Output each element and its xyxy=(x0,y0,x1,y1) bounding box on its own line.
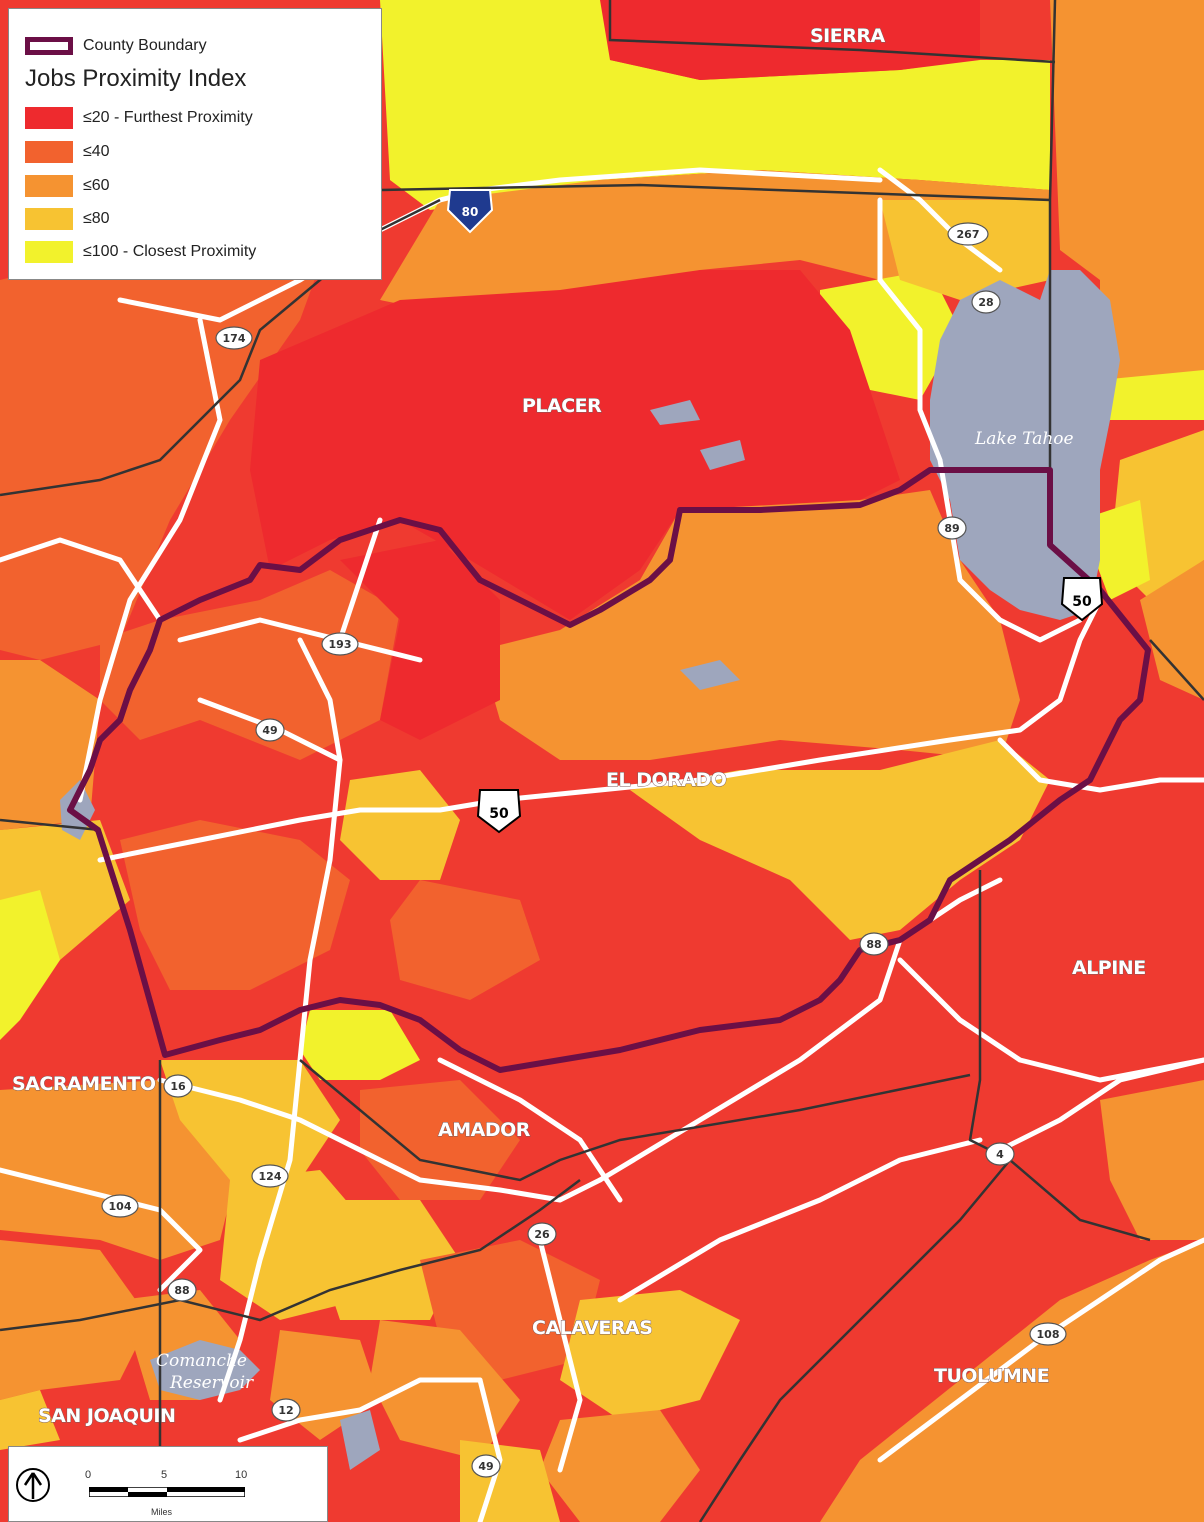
legend-class-row: ≤40 xyxy=(25,141,110,163)
label-sacramento: SACRAMENTO xyxy=(12,1073,156,1095)
sr88-east-label: 88 xyxy=(866,938,881,951)
north-arrow-icon xyxy=(16,1468,50,1502)
legend-swatch xyxy=(25,175,73,197)
legend-swatch xyxy=(25,241,73,263)
legend-class-label: ≤100 - Closest Proximity xyxy=(83,243,257,260)
sr88-west-label: 88 xyxy=(174,1284,189,1297)
scale-units: Miles xyxy=(151,1507,173,1517)
us50-center-label: 50 xyxy=(489,806,509,822)
legend-class-label: ≤20 - Furthest Proximity xyxy=(83,109,253,126)
sr174-label: 174 xyxy=(223,332,246,345)
label-alpine: ALPINE xyxy=(1072,957,1146,979)
sr12-label: 12 xyxy=(278,1404,293,1417)
scale-bar xyxy=(89,1487,245,1497)
legend-class-label: ≤80 xyxy=(83,210,110,227)
legend-class-label: ≤60 xyxy=(83,177,110,194)
label-amador: AMADOR xyxy=(438,1119,531,1141)
sr49-north-label: 49 xyxy=(262,724,277,737)
legend-class-row: ≤60 xyxy=(25,175,110,197)
route-shields: 80 50 50 267 28 xyxy=(101,189,1104,1478)
legend-class-row: ≤80 xyxy=(25,208,110,230)
legend-swatch xyxy=(25,107,73,129)
county-labels: SIERRA PLACER EL DORADO ALPINE SACRAMENT… xyxy=(12,25,1147,1428)
label-reservoir: Reservoir xyxy=(169,1373,254,1393)
sr193-label: 193 xyxy=(329,638,352,651)
county-boundary-swatch xyxy=(25,37,73,55)
legend-class-row: ≤100 - Closest Proximity xyxy=(25,241,256,263)
sr16-label: 16 xyxy=(170,1080,186,1093)
label-calaveras: CALAVERAS xyxy=(532,1317,652,1339)
sr124-label: 124 xyxy=(259,1170,282,1183)
scale-tick-0: 0 xyxy=(85,1469,92,1481)
scale-bar-box: 0 5 10 Miles xyxy=(8,1446,328,1522)
label-san-joaquin: SAN JOAQUIN xyxy=(38,1405,175,1427)
scale-tick-5: 5 xyxy=(161,1469,168,1481)
label-tuolumne: TUOLUMNE xyxy=(934,1365,1049,1387)
i80-label: 80 xyxy=(462,205,479,219)
el-dorado-county-boundary xyxy=(67,467,1151,1073)
us50-east-label: 50 xyxy=(1072,594,1092,610)
lake-tahoe xyxy=(930,270,1120,620)
us50-east-shield: 50 xyxy=(1060,577,1104,622)
small-reservoir-1 xyxy=(650,400,700,425)
sr267-label: 267 xyxy=(957,228,980,241)
label-placer: PLACER xyxy=(522,395,602,417)
map-legend: County Boundary Jobs Proximity Index ≤20… xyxy=(8,8,382,280)
label-lake-tahoe: Lake Tahoe xyxy=(974,429,1074,449)
label-comanche: Comanche xyxy=(156,1351,247,1371)
sr28-label: 28 xyxy=(978,296,993,309)
sr108-label: 108 xyxy=(1037,1328,1060,1341)
small-reservoir-4 xyxy=(340,1410,380,1470)
sr104-label: 104 xyxy=(109,1200,132,1213)
label-sierra: SIERRA xyxy=(810,25,885,47)
scale-tick-10: 10 xyxy=(235,1469,248,1481)
sr89-label: 89 xyxy=(944,522,959,535)
county-boundary-label: County Boundary xyxy=(83,37,207,54)
sr26-label: 26 xyxy=(534,1228,550,1241)
legend-swatch xyxy=(25,141,73,163)
legend-class-row: ≤20 - Furthest Proximity xyxy=(25,107,253,129)
state-route-shields xyxy=(101,222,1067,1478)
label-el-dorado: EL DORADO xyxy=(606,769,727,791)
legend-swatch xyxy=(25,208,73,230)
small-reservoir-2 xyxy=(700,440,745,470)
legend-class-label: ≤40 xyxy=(83,143,110,160)
legend-title: Jobs Proximity Index xyxy=(25,65,247,92)
legend-boundary-row: County Boundary xyxy=(25,37,207,55)
sr49-south-label: 49 xyxy=(478,1460,493,1473)
us50-center-shield: 50 xyxy=(476,789,522,834)
small-reservoir-3 xyxy=(680,660,740,690)
sr4-label: 4 xyxy=(996,1148,1004,1161)
interstate-80-shield: 80 xyxy=(446,189,494,234)
